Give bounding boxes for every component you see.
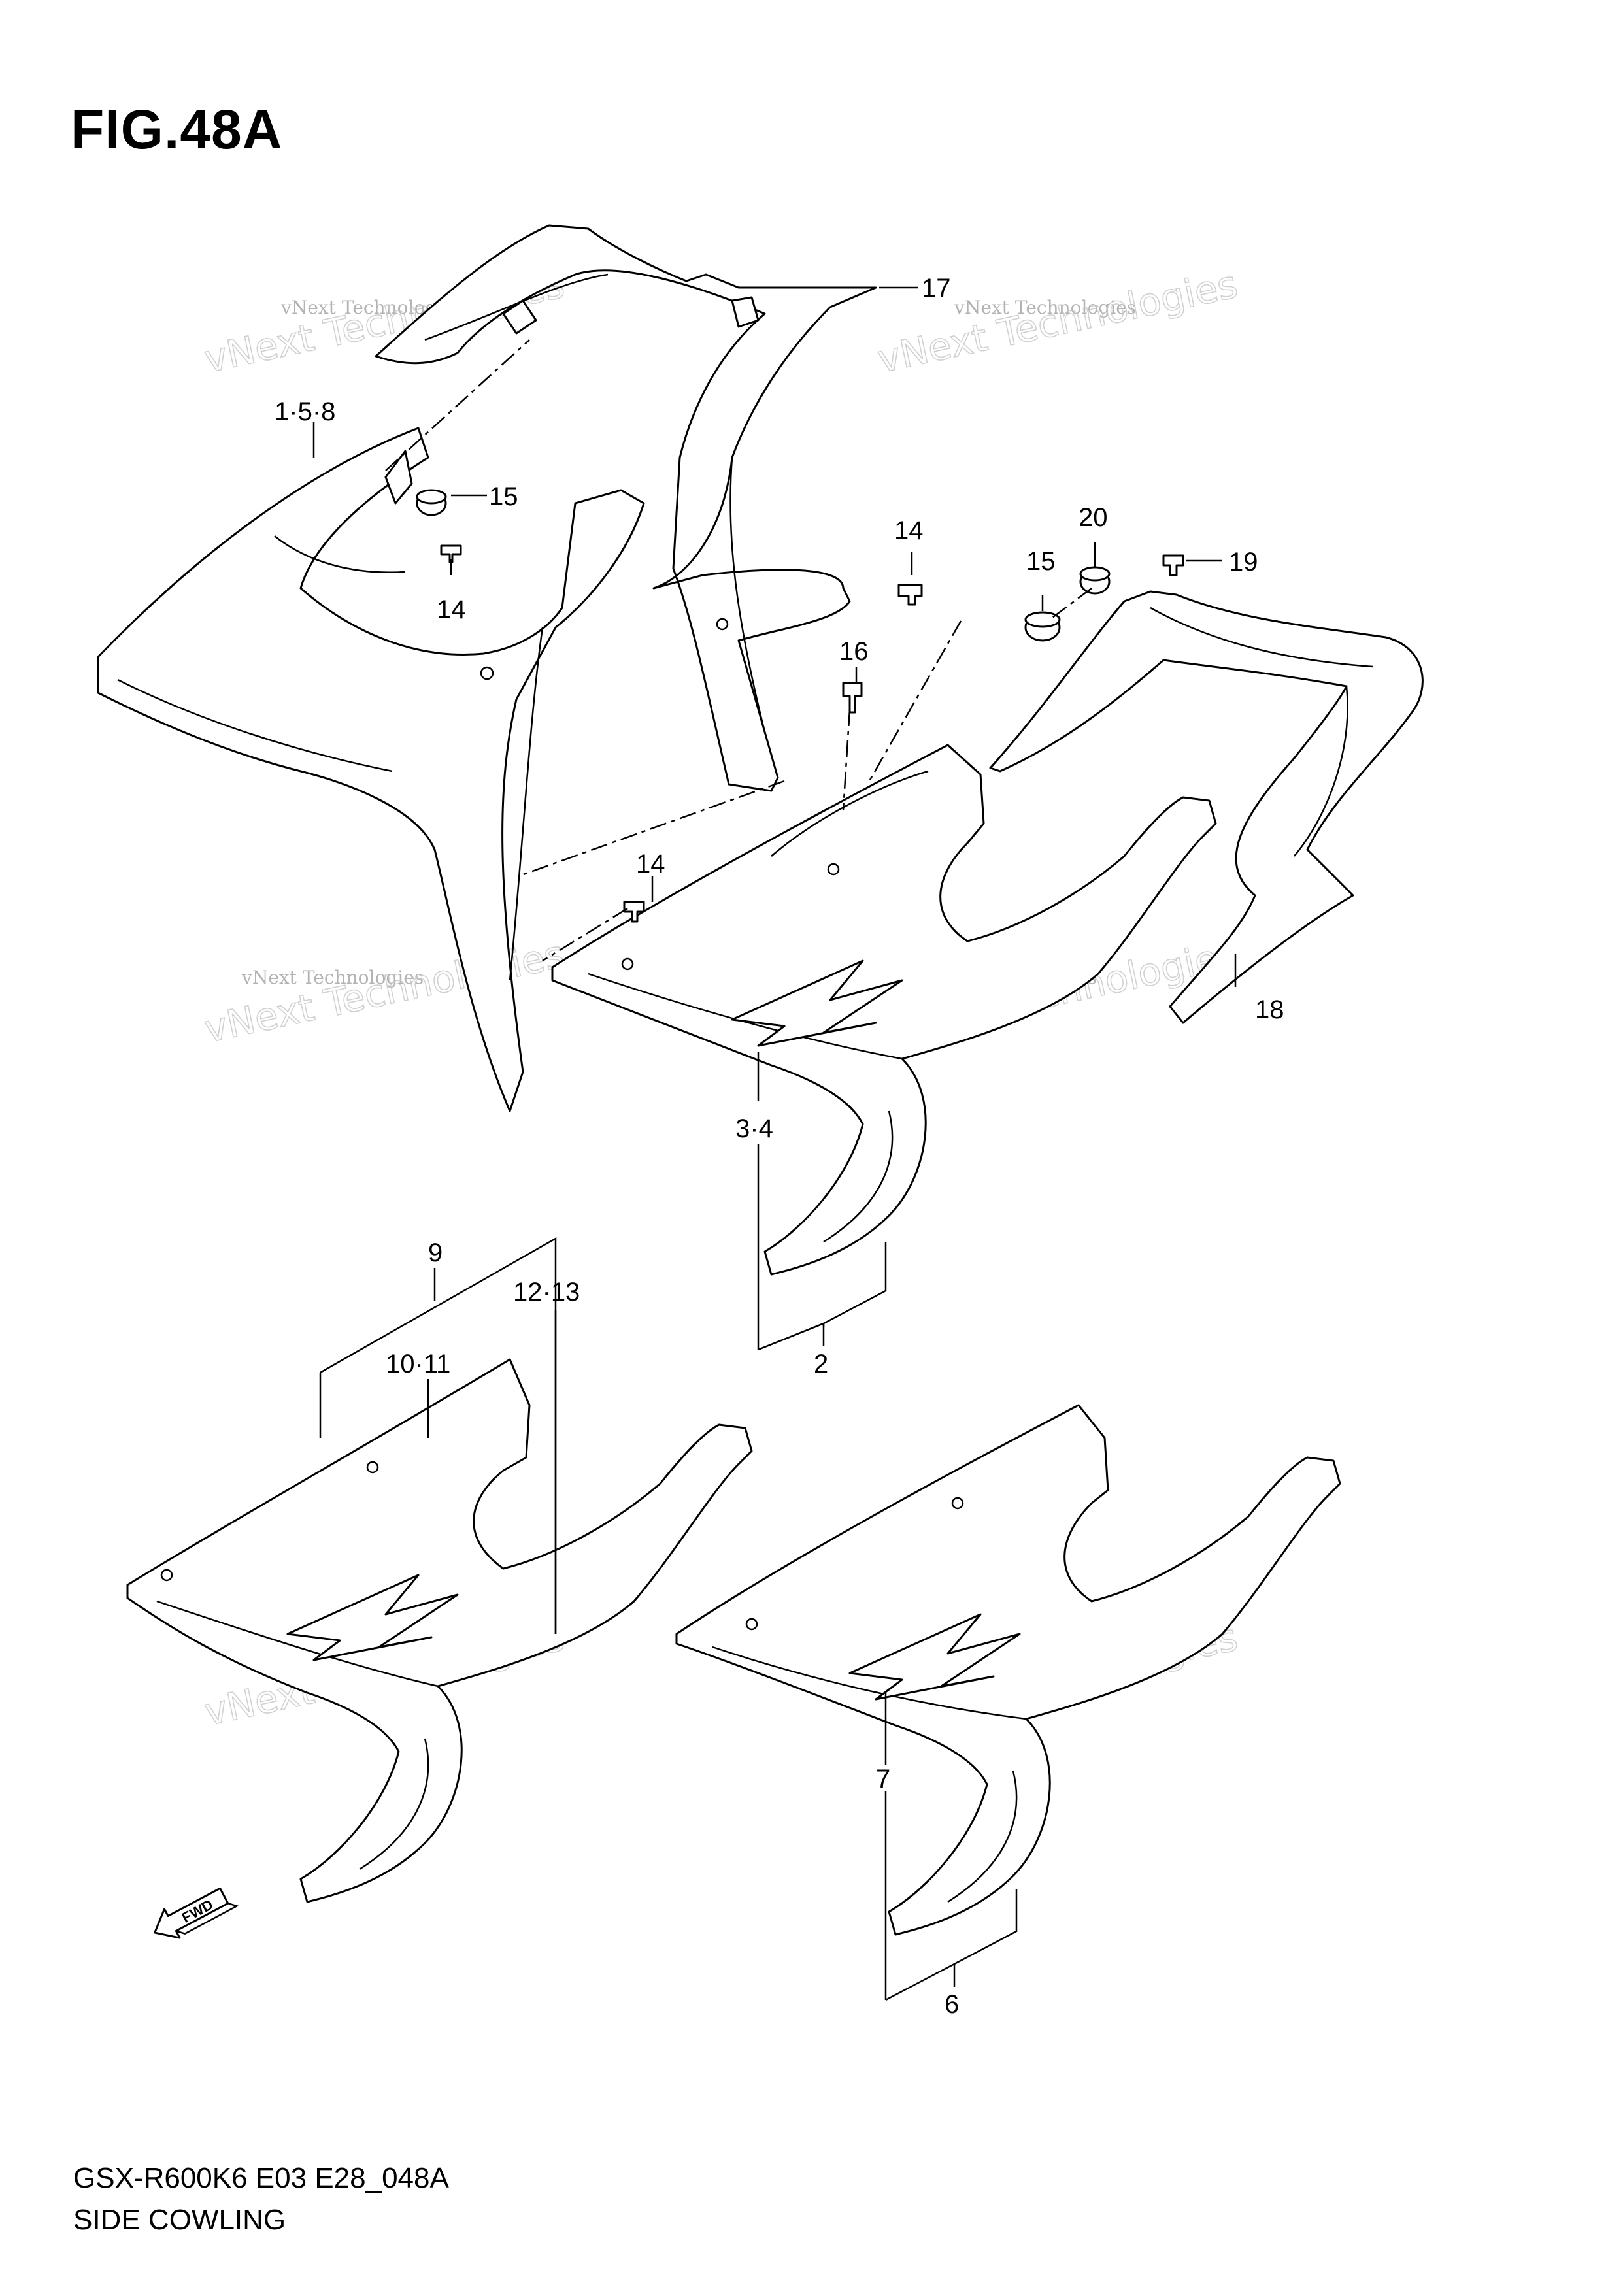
callout-15: 15 xyxy=(1026,547,1056,576)
callout-15: 15 xyxy=(489,482,518,511)
lower-cowl-left-part xyxy=(126,1358,753,1903)
callout-10-11: 10·11 xyxy=(386,1350,450,1378)
model-code: GSX-R600K6 E03 E28_048A xyxy=(73,2162,449,2194)
side-inner-panel-part xyxy=(989,590,1424,1024)
lower-cowl-upper-part xyxy=(551,744,1217,1276)
section-name: SIDE COWLING xyxy=(73,2204,286,2236)
callout-7: 7 xyxy=(876,1765,890,1793)
fastener-screw-19 xyxy=(1162,554,1184,576)
upper-side-panel-part xyxy=(97,224,877,1112)
fastener-grommet-15a xyxy=(416,489,447,516)
callout-16: 16 xyxy=(839,637,869,666)
callout-3-4: 3·4 xyxy=(735,1114,773,1143)
watermark-text: vNext Technologies xyxy=(954,297,1136,318)
callout-18: 18 xyxy=(1255,995,1284,1024)
forward-arrow-icon: FWD xyxy=(154,1887,239,1939)
fastener-grommet-20 xyxy=(1079,566,1111,595)
figure-title: FIG.48A xyxy=(71,99,283,160)
watermark-text: vNext Technologies xyxy=(241,967,424,988)
leader-lines xyxy=(312,286,1237,2001)
fastener-screw-14b xyxy=(897,584,923,606)
callout-19: 19 xyxy=(1229,548,1258,576)
callout-14: 14 xyxy=(894,516,924,545)
callout-2: 2 xyxy=(814,1350,828,1378)
callout-14: 14 xyxy=(437,595,466,624)
callout-14: 14 xyxy=(636,850,665,878)
fastener-grommet-15b xyxy=(1024,611,1061,642)
callout-1-5-8: 1·5·8 xyxy=(275,397,335,426)
fastener-screw-14c xyxy=(623,901,645,923)
callout-labels: 17 1·5·8 15 14 14 16 15 20 19 14 18 3·4 … xyxy=(275,274,1284,2019)
fastener-screw-14a xyxy=(440,544,462,563)
fastener-screw-16 xyxy=(842,682,863,714)
callout-17: 17 xyxy=(922,274,951,303)
lower-cowl-right-part xyxy=(675,1404,1341,1936)
callout-9: 9 xyxy=(428,1239,443,1267)
callout-20: 20 xyxy=(1079,503,1108,532)
callout-12-13: 12·13 xyxy=(513,1278,580,1306)
callout-6: 6 xyxy=(945,1990,959,2019)
